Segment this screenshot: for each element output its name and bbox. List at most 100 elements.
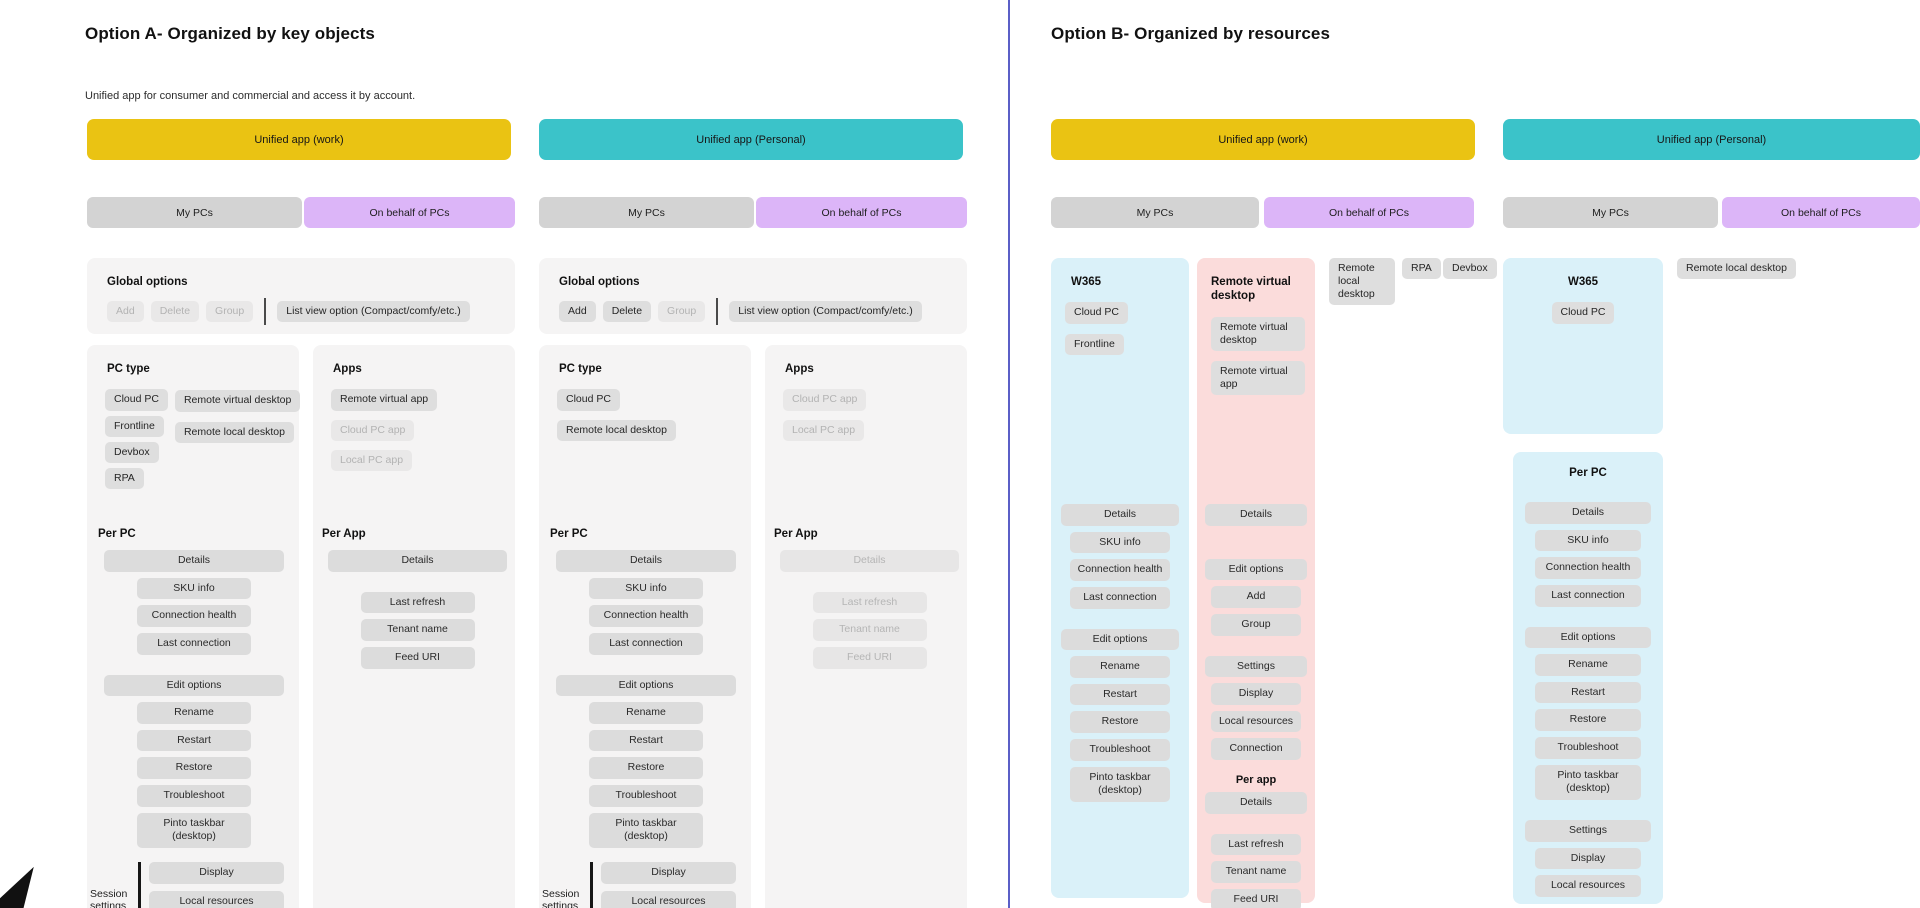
add-button[interactable]: Add [1211, 586, 1301, 608]
display-button[interactable]: Display [1211, 683, 1301, 705]
unified-app-work-button[interactable]: Unified app (work) [1051, 119, 1475, 160]
pinto-taskbar-desktop-button[interactable]: Pinto taskbar (desktop) [1535, 764, 1641, 801]
tab-on-behalf-of-pcs[interactable]: On behalf of PCs [1264, 197, 1474, 228]
details-button[interactable]: Details [328, 550, 507, 572]
tab-my-pcs[interactable]: My PCs [1051, 197, 1259, 228]
edit-options-button[interactable]: Edit options [556, 674, 736, 697]
details-button[interactable]: Details [556, 550, 736, 572]
list-view-option-button[interactable]: List view option (Compact/comfy/etc.) [277, 301, 470, 323]
connection-button[interactable]: Connection [1211, 738, 1301, 761]
tab-on-behalf-of-pcs[interactable]: On behalf of PCs [1722, 197, 1920, 228]
troubleshoot-button[interactable]: Troubleshoot [137, 785, 251, 807]
details-button[interactable]: Details [1205, 792, 1307, 814]
feed-uri-button[interactable]: Feed URI [1211, 889, 1301, 908]
remote-virtual-app-chip[interactable]: Remote virtual app [1211, 361, 1305, 396]
local-resources-button[interactable]: Local resources [1535, 875, 1641, 897]
frontline-chip[interactable]: Frontline [105, 415, 164, 437]
pinto-taskbar-desktop-button[interactable]: Pinto taskbar (desktop) [589, 812, 703, 849]
local-resources-button[interactable]: Local resources [149, 890, 284, 908]
cloud-pc-chip[interactable]: Cloud PC [105, 389, 168, 411]
unified-app-work-button[interactable]: Unified app (work) [87, 119, 511, 160]
sku-info-button[interactable]: SKU info [1535, 529, 1641, 552]
remote-local-desktop-chip[interactable]: Remote local desktop [174, 421, 294, 443]
details-button[interactable]: Details [104, 550, 284, 572]
rename-button[interactable]: Rename [137, 702, 251, 724]
pinto-taskbar-desktop-button[interactable]: Pinto taskbar (desktop) [1070, 766, 1170, 803]
rpa-chip[interactable]: RPA [105, 467, 144, 489]
tab-my-pcs[interactable]: My PCs [87, 197, 302, 228]
sku-info-button[interactable]: SKU info [589, 577, 703, 600]
connection-health-button[interactable]: Connection health [1070, 559, 1170, 581]
delete-chip[interactable]: Delete [602, 301, 652, 323]
restore-button[interactable]: Restore [1070, 711, 1170, 734]
troubleshoot-button[interactable]: Troubleshoot [589, 785, 703, 807]
edit-options-button[interactable]: Edit options [1205, 558, 1307, 581]
tenant-name-button[interactable]: Tenant name [1211, 861, 1301, 884]
sku-info-button[interactable]: SKU info [137, 577, 251, 600]
feed-uri-button[interactable]: Feed URI [360, 646, 475, 669]
restart-button[interactable]: Restart [1535, 681, 1641, 704]
add-chip[interactable]: Add [559, 301, 596, 323]
cloud-pc-chip[interactable]: Cloud PC [1551, 302, 1615, 324]
connection-health-button[interactable]: Connection health [1535, 557, 1641, 579]
cloud-pc-chip[interactable]: Cloud PC [557, 389, 620, 411]
rename-button[interactable]: Rename [589, 702, 703, 724]
list-view-option-button[interactable]: List view option (Compact/comfy/etc.) [729, 301, 922, 323]
display-button[interactable]: Display [149, 862, 284, 884]
rename-button[interactable]: Rename [1535, 654, 1641, 676]
last-connection-button[interactable]: Last connection [137, 632, 251, 655]
devbox-chip[interactable]: Devbox [1443, 258, 1497, 280]
remote-virtual-desktop-chip[interactable]: Remote virtual desktop [174, 390, 301, 412]
connection-health-button[interactable]: Connection health [137, 605, 251, 627]
group-button[interactable]: Group [1211, 613, 1301, 636]
cloud-pc-chip[interactable]: Cloud PC [1065, 302, 1128, 324]
pinto-taskbar-desktop-button[interactable]: Pinto taskbar (desktop) [137, 812, 251, 849]
frontline-chip[interactable]: Frontline [1065, 333, 1124, 355]
restore-button[interactable]: Restore [589, 757, 703, 780]
rpa-chip[interactable]: RPA [1402, 258, 1441, 280]
last-refresh-button[interactable]: Last refresh [1211, 833, 1301, 856]
edit-options-button[interactable]: Edit options [1061, 628, 1179, 651]
display-button[interactable]: Display [1535, 847, 1641, 870]
tab-my-pcs[interactable]: My PCs [539, 197, 754, 228]
edit-options-button[interactable]: Edit options [104, 674, 284, 697]
tab-on-behalf-of-pcs[interactable]: On behalf of PCs [756, 197, 967, 228]
remote-virtual-desktop-chip[interactable]: Remote virtual desktop [1211, 316, 1305, 351]
restore-button[interactable]: Restore [137, 757, 251, 780]
display-button[interactable]: Display [601, 862, 736, 884]
connection-health-button[interactable]: Connection health [589, 605, 703, 627]
tab-on-behalf-of-pcs[interactable]: On behalf of PCs [304, 197, 515, 228]
unified-app-personal-button[interactable]: Unified app (Personal) [1503, 119, 1920, 160]
last-refresh-button[interactable]: Last refresh [360, 591, 475, 614]
details-button[interactable]: Details [1205, 504, 1307, 526]
last-connection-button[interactable]: Last connection [1535, 584, 1641, 607]
w365-heading: W365 [1071, 276, 1102, 288]
tenant-name-button[interactable]: Tenant name [360, 619, 475, 641]
remote-virtual-desktop-panel: Remote virtual desktop Remote virtual de… [1197, 258, 1315, 908]
restore-button[interactable]: Restore [1535, 709, 1641, 732]
details-button[interactable]: Details [1525, 502, 1651, 524]
last-connection-button[interactable]: Last connection [1070, 586, 1170, 609]
details-button[interactable]: Details [1061, 504, 1179, 526]
restart-button[interactable]: Restart [1070, 683, 1170, 706]
troubleshoot-button[interactable]: Troubleshoot [1535, 737, 1641, 759]
unified-app-personal-button[interactable]: Unified app (Personal) [539, 119, 963, 160]
remote-local-desktop-chip[interactable]: Remote local desktop [557, 419, 676, 441]
remote-virtual-app-chip[interactable]: Remote virtual app [331, 389, 438, 411]
tab-my-pcs[interactable]: My PCs [1503, 197, 1718, 228]
devbox-chip[interactable]: Devbox [105, 441, 159, 463]
settings-button[interactable]: Settings [1205, 655, 1307, 678]
local-resources-button[interactable]: Local resources [601, 890, 736, 908]
restart-button[interactable]: Restart [589, 729, 703, 752]
remote-local-desktop-chip[interactable]: Remote local desktop [1329, 258, 1395, 306]
edit-options-button[interactable]: Edit options [1525, 626, 1651, 649]
local-resources-button[interactable]: Local resources [1211, 710, 1301, 733]
sku-info-button[interactable]: SKU info [1070, 531, 1170, 554]
remote-local-desktop-chip[interactable]: Remote local desktop [1677, 258, 1796, 280]
troubleshoot-button[interactable]: Troubleshoot [1070, 739, 1170, 761]
restart-button[interactable]: Restart [137, 729, 251, 752]
last-connection-button[interactable]: Last connection [589, 632, 703, 655]
settings-button[interactable]: Settings [1525, 820, 1651, 842]
rename-button[interactable]: Rename [1070, 656, 1170, 678]
